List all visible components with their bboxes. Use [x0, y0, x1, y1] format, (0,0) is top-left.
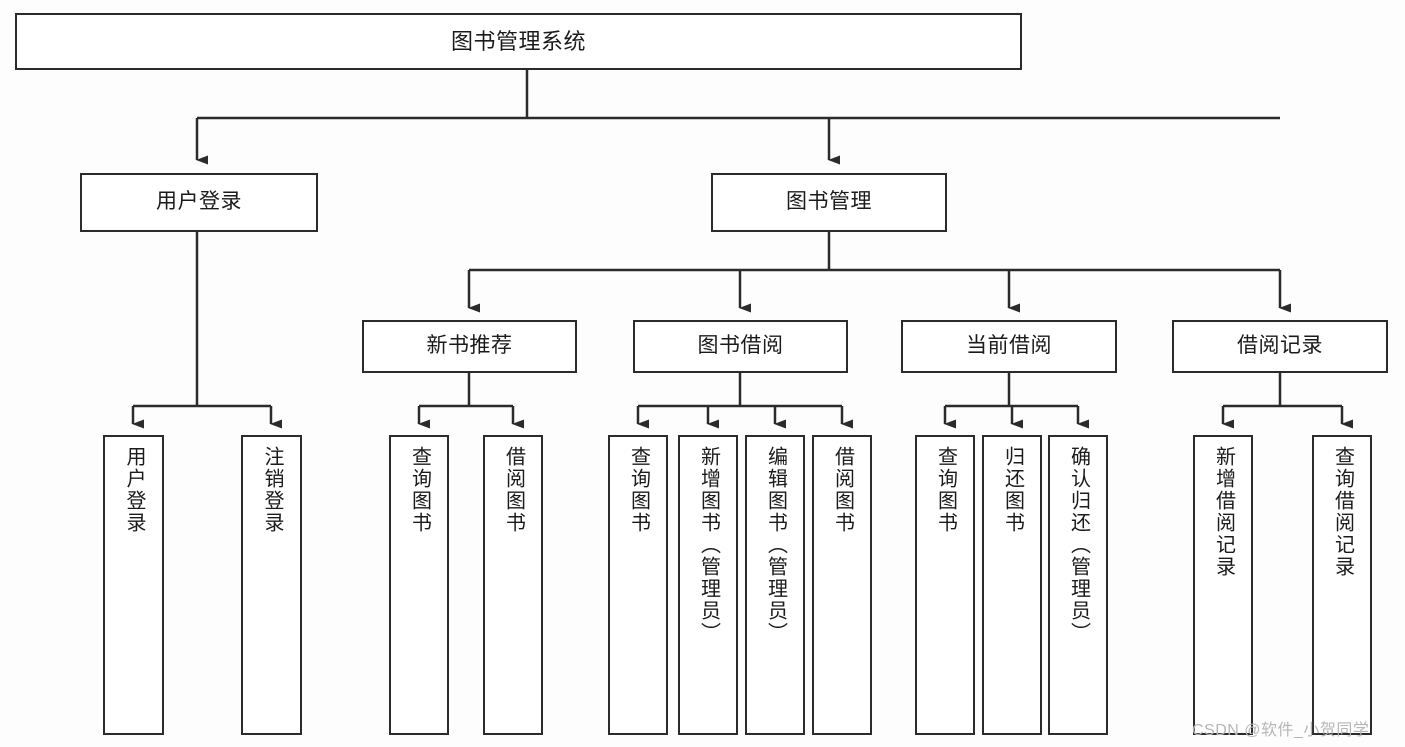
node-new-book-recommend[interactable]: 新书推荐 — [362, 320, 577, 373]
node-label: 图书借阅 — [697, 334, 784, 358]
node-label: 新增借阅记录 — [1212, 446, 1235, 578]
node-label: 查询图书 — [627, 446, 650, 534]
watermark-text: CSDN @软件_小贺同学 — [1192, 722, 1370, 739]
node-label: 借阅图书 — [502, 446, 525, 534]
node-leaf-borrow-book-1[interactable]: 借阅图书 — [483, 435, 543, 735]
node-borrow-record[interactable]: 借阅记录 — [1172, 320, 1388, 373]
node-leaf-query-book-1[interactable]: 查询图书 — [389, 435, 449, 735]
node-label: 归还图书 — [1001, 446, 1024, 534]
node-label: 用户登录 — [123, 446, 145, 534]
node-book-borrow[interactable]: 图书借阅 — [633, 320, 848, 373]
node-label: 新书推荐 — [426, 334, 513, 358]
node-leaf-logout-login[interactable]: 注销登录 — [241, 435, 302, 735]
node-label: 查询图书 — [408, 446, 431, 534]
node-leaf-user-login[interactable]: 用户登录 — [103, 435, 164, 735]
node-leaf-query-book-3[interactable]: 查询图书 — [915, 435, 975, 735]
node-leaf-edit-book[interactable]: 编辑图书（管理员） — [745, 435, 805, 735]
node-label: 用户登录 — [156, 190, 242, 214]
node-root[interactable]: 图书管理系统 — [15, 13, 1022, 70]
node-label: 查询借阅记录 — [1331, 446, 1354, 578]
node-label: 编辑图书（管理员） — [764, 446, 787, 644]
node-leaf-confirm-return[interactable]: 确认归还（管理员） — [1048, 435, 1108, 735]
node-label: 注销登录 — [261, 446, 283, 534]
node-leaf-query-book-2[interactable]: 查询图书 — [608, 435, 668, 735]
node-label: 确认归还（管理员） — [1067, 446, 1090, 644]
node-label: 查询图书 — [934, 446, 957, 534]
node-label: 借阅图书 — [831, 446, 854, 534]
node-leaf-add-borrow-record[interactable]: 新增借阅记录 — [1193, 435, 1253, 735]
node-leaf-query-borrow-record[interactable]: 查询借阅记录 — [1312, 435, 1372, 735]
node-label: 新增图书（管理员） — [697, 446, 720, 644]
node-book-manage[interactable]: 图书管理 — [711, 173, 947, 232]
node-label: 当前借阅 — [966, 334, 1052, 358]
node-label: 图书管理系统 — [450, 28, 586, 54]
node-label: 借阅记录 — [1237, 334, 1323, 358]
node-user-login[interactable]: 用户登录 — [80, 173, 318, 232]
node-current-borrow[interactable]: 当前借阅 — [901, 320, 1117, 373]
node-leaf-return-book[interactable]: 归还图书 — [982, 435, 1042, 735]
node-label: 图书管理 — [786, 190, 872, 214]
node-leaf-borrow-book-2[interactable]: 借阅图书 — [812, 435, 872, 735]
node-leaf-add-book[interactable]: 新增图书（管理员） — [678, 435, 738, 735]
